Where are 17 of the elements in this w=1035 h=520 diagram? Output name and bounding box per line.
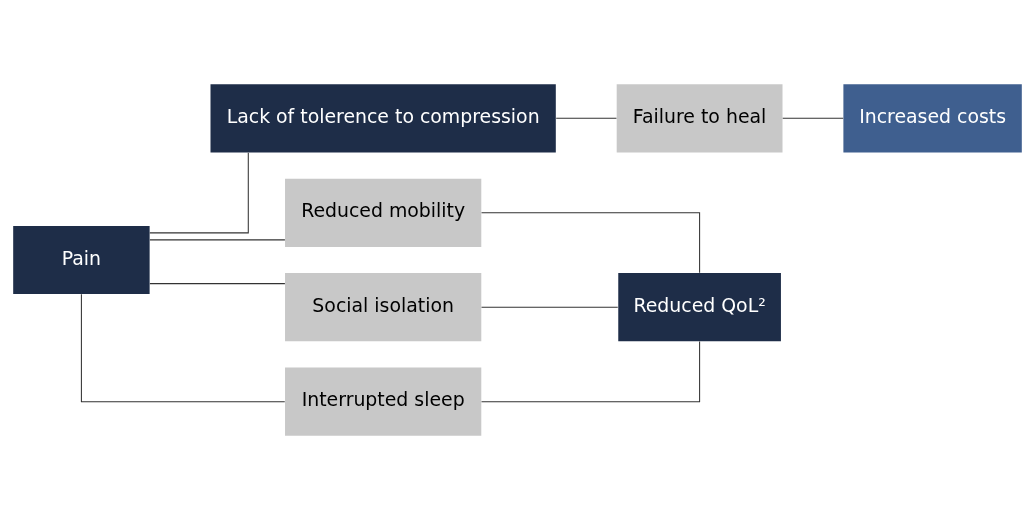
node-box: Reduced QoL² [618, 273, 781, 342]
connector [481, 306, 619, 308]
connector [80, 293, 286, 403]
node-box: Increased costs [843, 84, 1022, 153]
connector [555, 117, 617, 119]
node-box: Interrupted sleep [285, 367, 482, 436]
connector [149, 239, 286, 241]
node-box: Failure to heal [616, 84, 783, 153]
connector [149, 283, 286, 285]
connector [481, 341, 701, 403]
connector [782, 117, 844, 119]
node-box: Social isolation [285, 273, 482, 342]
node-box: Pain [13, 225, 150, 295]
node-box: Reduced mobility [285, 178, 482, 247]
connector [481, 212, 701, 274]
connector [149, 152, 249, 234]
node-box: Lack of tolerence to compression [210, 84, 556, 153]
